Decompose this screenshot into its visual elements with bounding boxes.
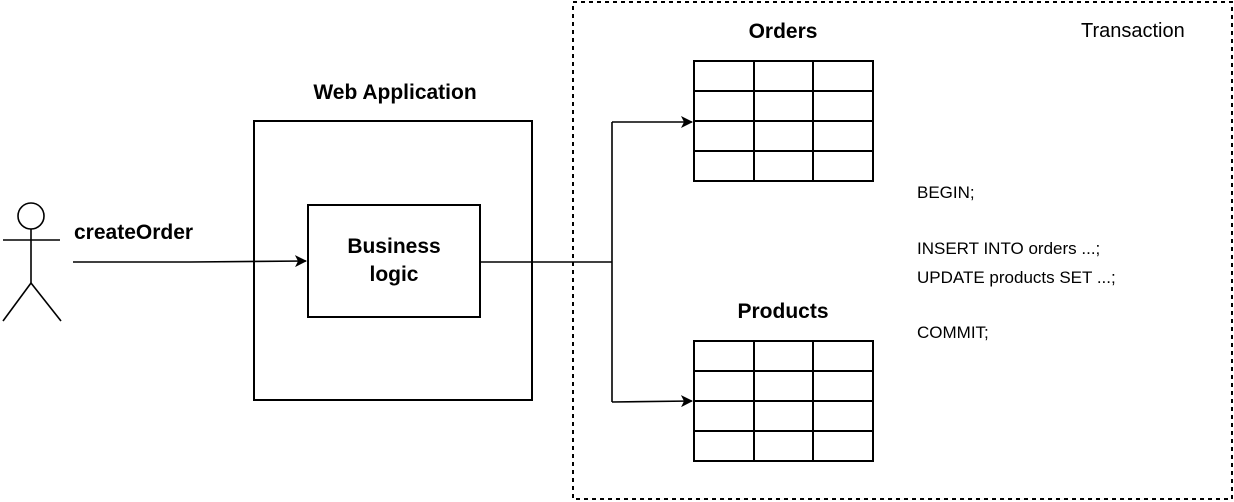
transaction-label: Transaction xyxy=(1081,20,1185,42)
orders-table xyxy=(693,60,874,182)
business-logic-label: Business logic xyxy=(347,235,441,286)
sql-commit: COMMIT; xyxy=(917,323,989,342)
business-logic-box xyxy=(307,204,481,318)
sql-update: UPDATE products SET ...; xyxy=(917,268,1116,287)
web-application-title: Web Application xyxy=(313,81,477,104)
orders-title: Orders xyxy=(748,20,818,43)
create-order-arrow xyxy=(73,255,307,268)
actor-icon xyxy=(2,202,62,322)
web-application-box xyxy=(253,120,533,401)
sql-insert: INSERT INTO orders ...; xyxy=(917,239,1101,258)
products-arrow xyxy=(611,395,693,408)
create-order-label: createOrder xyxy=(74,221,194,244)
products-table xyxy=(693,340,874,462)
products-title: Products xyxy=(737,300,829,323)
transaction-boundary xyxy=(572,1,1233,500)
sql-begin: BEGIN; xyxy=(917,183,975,202)
